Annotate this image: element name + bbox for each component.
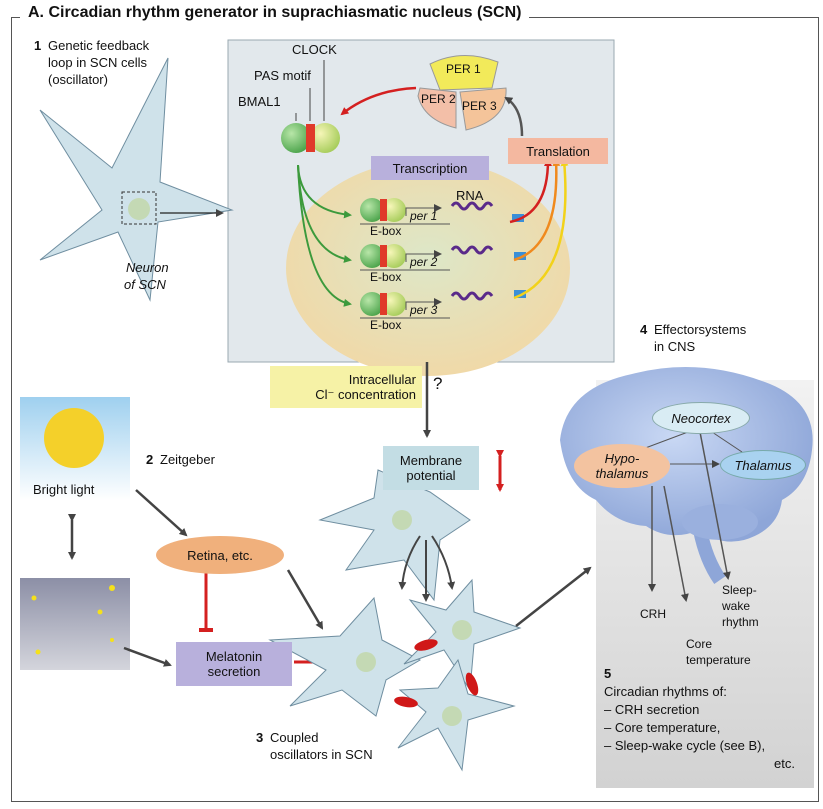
pas-motif-label: PAS motif — [254, 68, 311, 83]
gene-row-3 — [360, 291, 494, 319]
retina-oval: Retina, etc. — [156, 536, 284, 574]
section5-item2: – Core temperature, — [604, 720, 721, 735]
sleep-line3: rhythm — [722, 615, 759, 629]
membrane-box — [383, 446, 479, 490]
rna-label: RNA — [456, 188, 484, 203]
melatonin-line1: Melatonin — [205, 649, 263, 664]
transcription-label: Transcription — [371, 156, 489, 180]
section1-line3: (oscillator) — [48, 72, 108, 87]
section1-number: 1 — [34, 38, 42, 53]
hypothalamus-line2: thalamus — [595, 466, 649, 481]
section3-number: 3 — [256, 730, 264, 745]
gene-row-2 — [360, 244, 494, 271]
bmal1-ball — [281, 123, 311, 153]
section3-line1: Coupled — [270, 730, 319, 745]
per2-label: PER 2 — [421, 92, 456, 106]
section2-label: Zeitgeber — [160, 452, 215, 467]
per3-label: PER 3 — [462, 99, 497, 113]
section4-number: 4 — [640, 322, 648, 337]
per3-shape — [459, 87, 507, 131]
section5-item3: – Sleep-wake cycle (see B), — [604, 738, 766, 753]
neuron-label-line2: of SCN — [124, 277, 166, 292]
clock-label: CLOCK — [292, 42, 337, 57]
crh-label: CRH — [640, 607, 666, 621]
section3-line2: oscillators in SCN — [270, 747, 373, 762]
neuron-label-line1: Neuron — [126, 260, 169, 275]
gene-1-name: per 1 — [410, 209, 438, 223]
section4-line1: Effectorsystems — [654, 322, 747, 337]
section1-line2: loop in SCN cells — [48, 55, 147, 70]
hypothalamus-oval: Hypo- thalamus — [574, 444, 670, 488]
neocortex-oval: Neocortex — [652, 402, 750, 434]
section1-line1: Genetic feedback — [48, 38, 150, 53]
gene-row-1 — [360, 198, 494, 225]
section2-number: 2 — [146, 452, 154, 467]
nucleus — [286, 160, 570, 376]
section5-number: 5 — [604, 666, 612, 681]
gene-1-ebox: E-box — [370, 224, 402, 238]
bright-light-label: Bright light — [33, 482, 95, 497]
night-image — [20, 578, 130, 670]
coupled-neurons — [268, 578, 522, 772]
feedback-arrow — [340, 86, 417, 116]
thalamus-oval: Thalamus — [720, 450, 806, 480]
gene-3-name: per 3 — [410, 303, 438, 317]
melatonin-box: Melatonin secretion — [176, 642, 292, 686]
brain-shape — [560, 366, 813, 542]
diagram-title: A. Circadian rhythm generator in suprach… — [20, 4, 530, 22]
clock-ball — [310, 123, 340, 153]
gene-2-ebox: E-box — [370, 270, 402, 284]
neuron-zoom-box — [121, 191, 157, 225]
per2-shape — [417, 87, 457, 129]
chloride-box: Intracellular Cl⁻ concentration — [270, 366, 422, 408]
chloride-line1: Intracellular — [348, 372, 416, 387]
membrane-neuron-shape — [318, 469, 471, 602]
section5-item1: – CRH secretion — [604, 702, 700, 717]
bmal1-label: BMAL1 — [238, 94, 281, 109]
membrane-label: Membrane potential — [383, 446, 479, 490]
chloride-line2: Cl⁻ concentration — [315, 387, 416, 402]
core-line1: Core — [686, 637, 713, 651]
sleep-line2: wake — [722, 599, 751, 613]
sleep-line1: Sleep- — [722, 583, 757, 597]
chloride-question: ? — [433, 374, 443, 393]
membrane-line1: Membrane — [399, 453, 463, 468]
per1-shape — [429, 54, 499, 91]
gene-2-name: per 2 — [410, 255, 438, 269]
membrane-line2: potential — [406, 468, 456, 483]
gene-3-ebox: E-box — [370, 318, 402, 332]
section5-tail: etc. — [774, 756, 795, 771]
hypothalamus-line1: Hypo- — [604, 451, 640, 466]
section4-line2: in CNS — [654, 339, 696, 354]
scn-neuron-shape — [39, 57, 234, 302]
melatonin-line2: secretion — [207, 664, 261, 679]
translation-label: Translation — [508, 138, 608, 164]
core-line2: temperature — [686, 653, 751, 667]
section5-heading: Circadian rhythms of: — [604, 684, 727, 699]
per1-label: PER 1 — [446, 62, 481, 76]
